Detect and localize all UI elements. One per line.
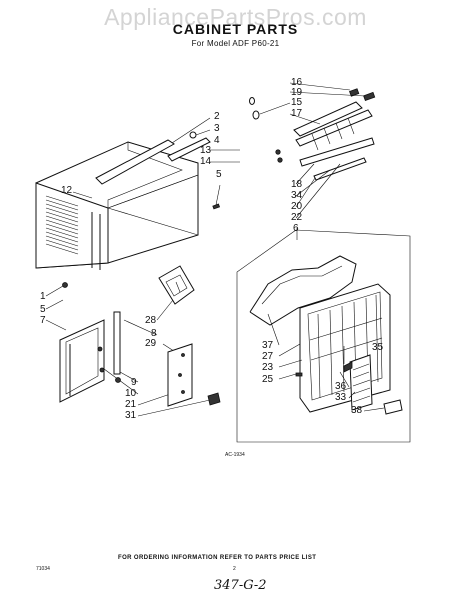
diagram-code: AC-1934 [225, 452, 245, 458]
callout-3: 3 [214, 123, 220, 134]
callout-23: 23 [262, 362, 274, 373]
callout-8: 8 [151, 328, 157, 339]
cabinet-shell [35, 131, 221, 288]
callout-5-upper: 5 [216, 169, 222, 180]
callout-6: 6 [293, 223, 299, 234]
doc-code: 71034 [36, 566, 50, 572]
callout-7: 7 [40, 315, 46, 326]
louver-rail-assembly [249, 88, 376, 181]
front-grille-assembly [236, 229, 411, 443]
callout-10: 10 [125, 388, 137, 399]
callout-25: 25 [262, 374, 274, 385]
callout-20: 20 [291, 201, 303, 212]
callout-29: 29 [145, 338, 157, 349]
callout-19: 19 [291, 87, 303, 98]
callout-16: 16 [291, 77, 303, 88]
ordering-footer: FOR ORDERING INFORMATION REFER TO PARTS … [118, 555, 317, 561]
leader-lines-upper-right [259, 82, 366, 240]
callout-36: 36 [335, 381, 347, 392]
callout-34: 34 [291, 190, 303, 201]
callout-14: 14 [200, 156, 212, 167]
callout-5-lower: 5 [40, 304, 46, 315]
callout-21: 21 [125, 399, 137, 410]
callout-22: 22 [291, 212, 303, 223]
mounting-plate [167, 343, 221, 407]
callout-12: 12 [61, 185, 73, 196]
page-title: CABINET PARTS [172, 21, 299, 37]
callout-27: 27 [262, 351, 274, 362]
callout-1: 1 [40, 291, 46, 302]
handwritten-note: 347-G-2 [214, 578, 267, 593]
callout-33: 33 [335, 392, 347, 403]
side-curtain-assembly [59, 311, 121, 403]
callout-28: 28 [145, 315, 157, 326]
watermark: AppliancePartsPros.com [104, 4, 367, 30]
callout-35: 35 [372, 342, 384, 353]
control-bracket [158, 265, 195, 305]
leader-lines-lower-right [267, 313, 385, 412]
callout-4: 4 [214, 135, 220, 146]
callout-38: 38 [351, 405, 363, 416]
callout-17: 17 [291, 108, 303, 119]
callout-15: 15 [291, 97, 303, 108]
callout-13: 13 [200, 145, 212, 156]
page-number: 2 [233, 566, 236, 572]
callout-31: 31 [125, 410, 137, 421]
callout-18: 18 [291, 179, 303, 190]
model-subtitle: For Model ADF P60-21 [191, 39, 280, 48]
callout-9: 9 [131, 377, 137, 388]
callout-37: 37 [262, 340, 274, 351]
callout-2: 2 [214, 111, 220, 122]
